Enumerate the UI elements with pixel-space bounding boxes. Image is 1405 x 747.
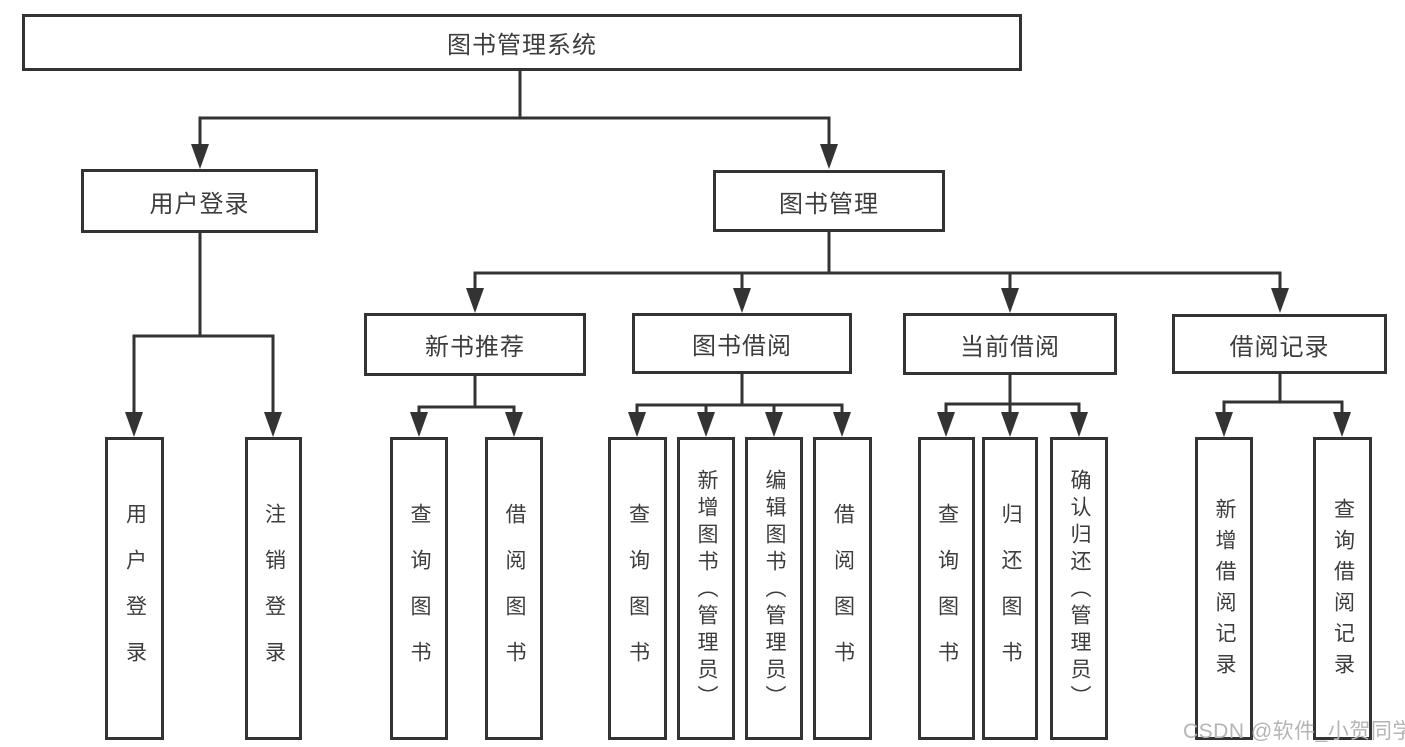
node-label: 新书推荐: [425, 334, 525, 361]
node-label: 用户登录: [149, 190, 250, 218]
leaf-query-books-borrowing: 查询图书: [608, 437, 667, 740]
leaf-add-books-admin: 新增图书（管理员）: [677, 437, 735, 740]
node-label: 图书借阅: [692, 333, 792, 360]
node-new-book-recommendation: 新书推荐: [364, 313, 586, 376]
leaf-confirm-return-admin: 确认归还（管理员）: [1050, 437, 1108, 740]
leaf-label: 确认归还（管理员）: [1068, 468, 1091, 712]
leaf-label: 查询图书: [935, 502, 959, 687]
node-label: 图书管理系统: [447, 32, 597, 59]
leaf-logout: 注销登录: [245, 437, 302, 740]
node-label: 借阅记录: [1229, 333, 1330, 361]
leaf-user-login: 用户登录: [105, 437, 164, 740]
leaf-borrow-books-borrowing: 借阅图书: [813, 437, 872, 740]
leaf-label: 借阅图书: [503, 502, 526, 687]
watermark: CSDN @软件_小贺同学: [1183, 720, 1405, 743]
node-user-login: 用户登录: [81, 169, 318, 233]
leaf-label: 归还图书: [999, 502, 1022, 687]
node-label: 图书管理: [779, 190, 879, 218]
leaf-add-borrow-record: 新增借阅记录: [1195, 437, 1253, 740]
node-book-borrowing: 图书借阅: [632, 313, 852, 374]
node-label: 当前借阅: [960, 333, 1060, 361]
leaf-borrow-books-recommend: 借阅图书: [485, 437, 543, 740]
node-borrowing-records: 借阅记录: [1172, 314, 1387, 374]
leaf-query-books-recommend: 查询图书: [390, 437, 448, 740]
leaf-label: 查询图书: [626, 502, 650, 687]
leaf-label: 借阅图书: [831, 502, 855, 687]
node-library-management-system: 图书管理系统: [22, 14, 1022, 71]
leaf-query-borrow-record: 查询借阅记录: [1313, 437, 1372, 740]
leaf-label: 查询图书: [408, 502, 431, 687]
leaf-label: 用户登录: [123, 502, 147, 687]
leaf-label: 注销登录: [262, 502, 286, 687]
leaf-query-books-current: 查询图书: [918, 437, 975, 740]
leaf-label: 新增图书（管理员）: [695, 468, 718, 712]
leaf-edit-books-admin: 编辑图书（管理员）: [745, 437, 803, 740]
leaf-return-books: 归还图书: [982, 437, 1038, 740]
leaf-label: 编辑图书（管理员）: [763, 468, 786, 712]
leaf-label: 查询借阅记录: [1331, 498, 1355, 684]
node-current-borrowing: 当前借阅: [903, 313, 1117, 375]
node-book-management: 图书管理: [713, 170, 945, 232]
leaf-label: 新增借阅记录: [1213, 498, 1236, 684]
